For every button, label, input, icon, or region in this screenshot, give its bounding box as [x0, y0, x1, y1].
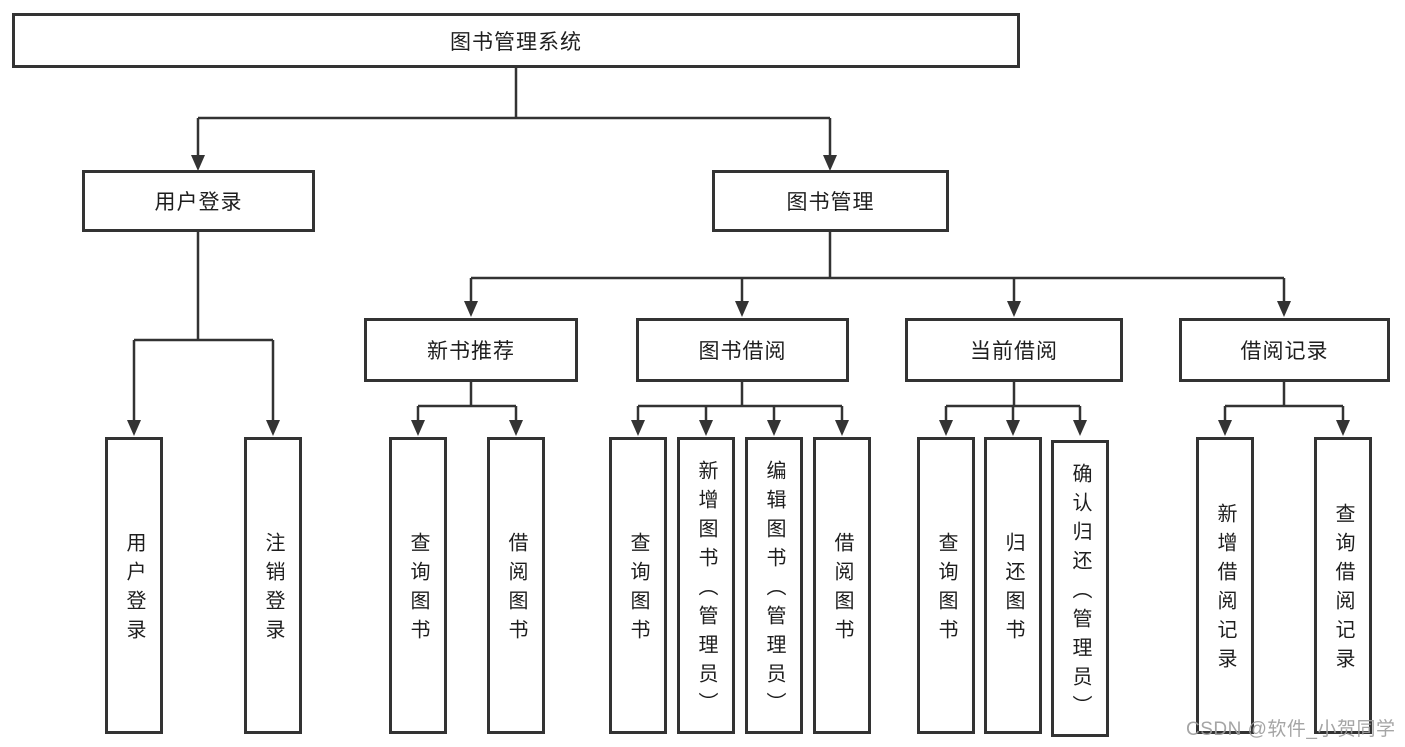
- node-label: 借阅记录: [1240, 340, 1329, 363]
- node-borrowing-records: 借阅记录: [1179, 318, 1390, 382]
- node-book-borrowing: 图书借阅: [636, 318, 849, 382]
- node-label: 图书借阅: [698, 340, 787, 363]
- arrow-shaft: [416, 406, 1345, 425]
- node-label: 图书管理系统: [450, 30, 582, 54]
- arrowhead-down-icon: [1277, 301, 1291, 317]
- connector-path: [134, 232, 273, 342]
- arrowhead-down-icon: [1218, 420, 1232, 436]
- node-borrowing-add-books-admin: 新增图书（管理员）: [677, 437, 735, 734]
- node-new-book-recommend: 新书推荐: [364, 318, 578, 382]
- node-recommend-query-books: 查询图书: [389, 437, 447, 734]
- node-logout-action: 注销登录: [244, 437, 302, 734]
- node-recommend-borrow-books: 借阅图书: [487, 437, 545, 734]
- node-label: 查询图书: [627, 532, 649, 648]
- node-label: 新增图书（管理员）: [695, 459, 717, 721]
- node-records-query-record: 查询借阅记录: [1314, 437, 1372, 734]
- arrowhead-down-icon: [735, 301, 749, 317]
- node-user-login-action: 用户登录: [105, 437, 163, 734]
- connector-path: [946, 382, 1080, 408]
- node-label: 编辑图书（管理员）: [763, 459, 785, 721]
- node-label: 查询图书: [407, 532, 429, 648]
- node-current-return-books: 归还图书: [984, 437, 1042, 734]
- node-label: 当前借阅: [970, 340, 1058, 363]
- arrowheads: [127, 155, 1350, 436]
- node-root-system: 图书管理系统: [12, 13, 1020, 68]
- node-label: 图书管理: [786, 191, 875, 214]
- connector-lines: [132, 68, 1345, 425]
- connector-path: [471, 232, 1284, 280]
- node-label: 新增借阅记录: [1214, 503, 1236, 677]
- arrowhead-down-icon: [1336, 420, 1350, 436]
- arrow-shaft: [469, 278, 1286, 306]
- node-label: 借阅图书: [505, 532, 527, 648]
- node-label: 新书推荐: [427, 340, 515, 363]
- node-book-management-module: 图书管理: [712, 170, 949, 232]
- arrowhead-down-icon: [699, 420, 713, 436]
- node-label: 注销登录: [262, 532, 284, 648]
- node-label: 用户登录: [154, 191, 243, 214]
- arrowhead-down-icon: [509, 420, 523, 436]
- node-user-login-module: 用户登录: [82, 170, 315, 232]
- node-current-query-books: 查询图书: [917, 437, 975, 734]
- node-label: 查询图书: [935, 532, 957, 648]
- arrowhead-down-icon: [631, 420, 645, 436]
- node-borrowing-query-books: 查询图书: [609, 437, 667, 734]
- node-label: 用户登录: [123, 532, 145, 648]
- node-label: 查询借阅记录: [1332, 503, 1354, 677]
- arrowhead-down-icon: [767, 420, 781, 436]
- arrowhead-down-icon: [411, 420, 425, 436]
- arrowhead-down-icon: [266, 420, 280, 436]
- arrowhead-down-icon: [823, 155, 837, 171]
- arrowhead-down-icon: [835, 420, 849, 436]
- node-borrowing-edit-books-admin: 编辑图书（管理员）: [745, 437, 803, 734]
- node-label: 确认归还（管理员）: [1069, 462, 1091, 724]
- arrow-shaft: [132, 340, 275, 425]
- arrowhead-down-icon: [1007, 301, 1021, 317]
- node-current-confirm-return-admin: 确认归还（管理员）: [1051, 440, 1109, 737]
- arrowhead-down-icon: [1073, 420, 1087, 436]
- node-label: 借阅图书: [831, 532, 853, 648]
- connector-path: [198, 68, 830, 120]
- connector-path: [418, 382, 516, 408]
- arrowhead-down-icon: [1006, 420, 1020, 436]
- node-borrowing-borrow-books: 借阅图书: [813, 437, 871, 734]
- arrowhead-down-icon: [464, 301, 478, 317]
- node-label: 归还图书: [1002, 532, 1024, 648]
- arrow-shaft: [196, 118, 832, 160]
- csdn-watermark: CSDN @软件_小贺同学: [1186, 719, 1396, 740]
- node-records-add-record: 新增借阅记录: [1196, 437, 1254, 734]
- arrowhead-down-icon: [127, 420, 141, 436]
- node-current-borrowing: 当前借阅: [905, 318, 1123, 382]
- connector-path: [1225, 382, 1343, 408]
- arrowhead-down-icon: [939, 420, 953, 436]
- arrowhead-down-icon: [191, 155, 205, 171]
- connector-path: [638, 382, 842, 408]
